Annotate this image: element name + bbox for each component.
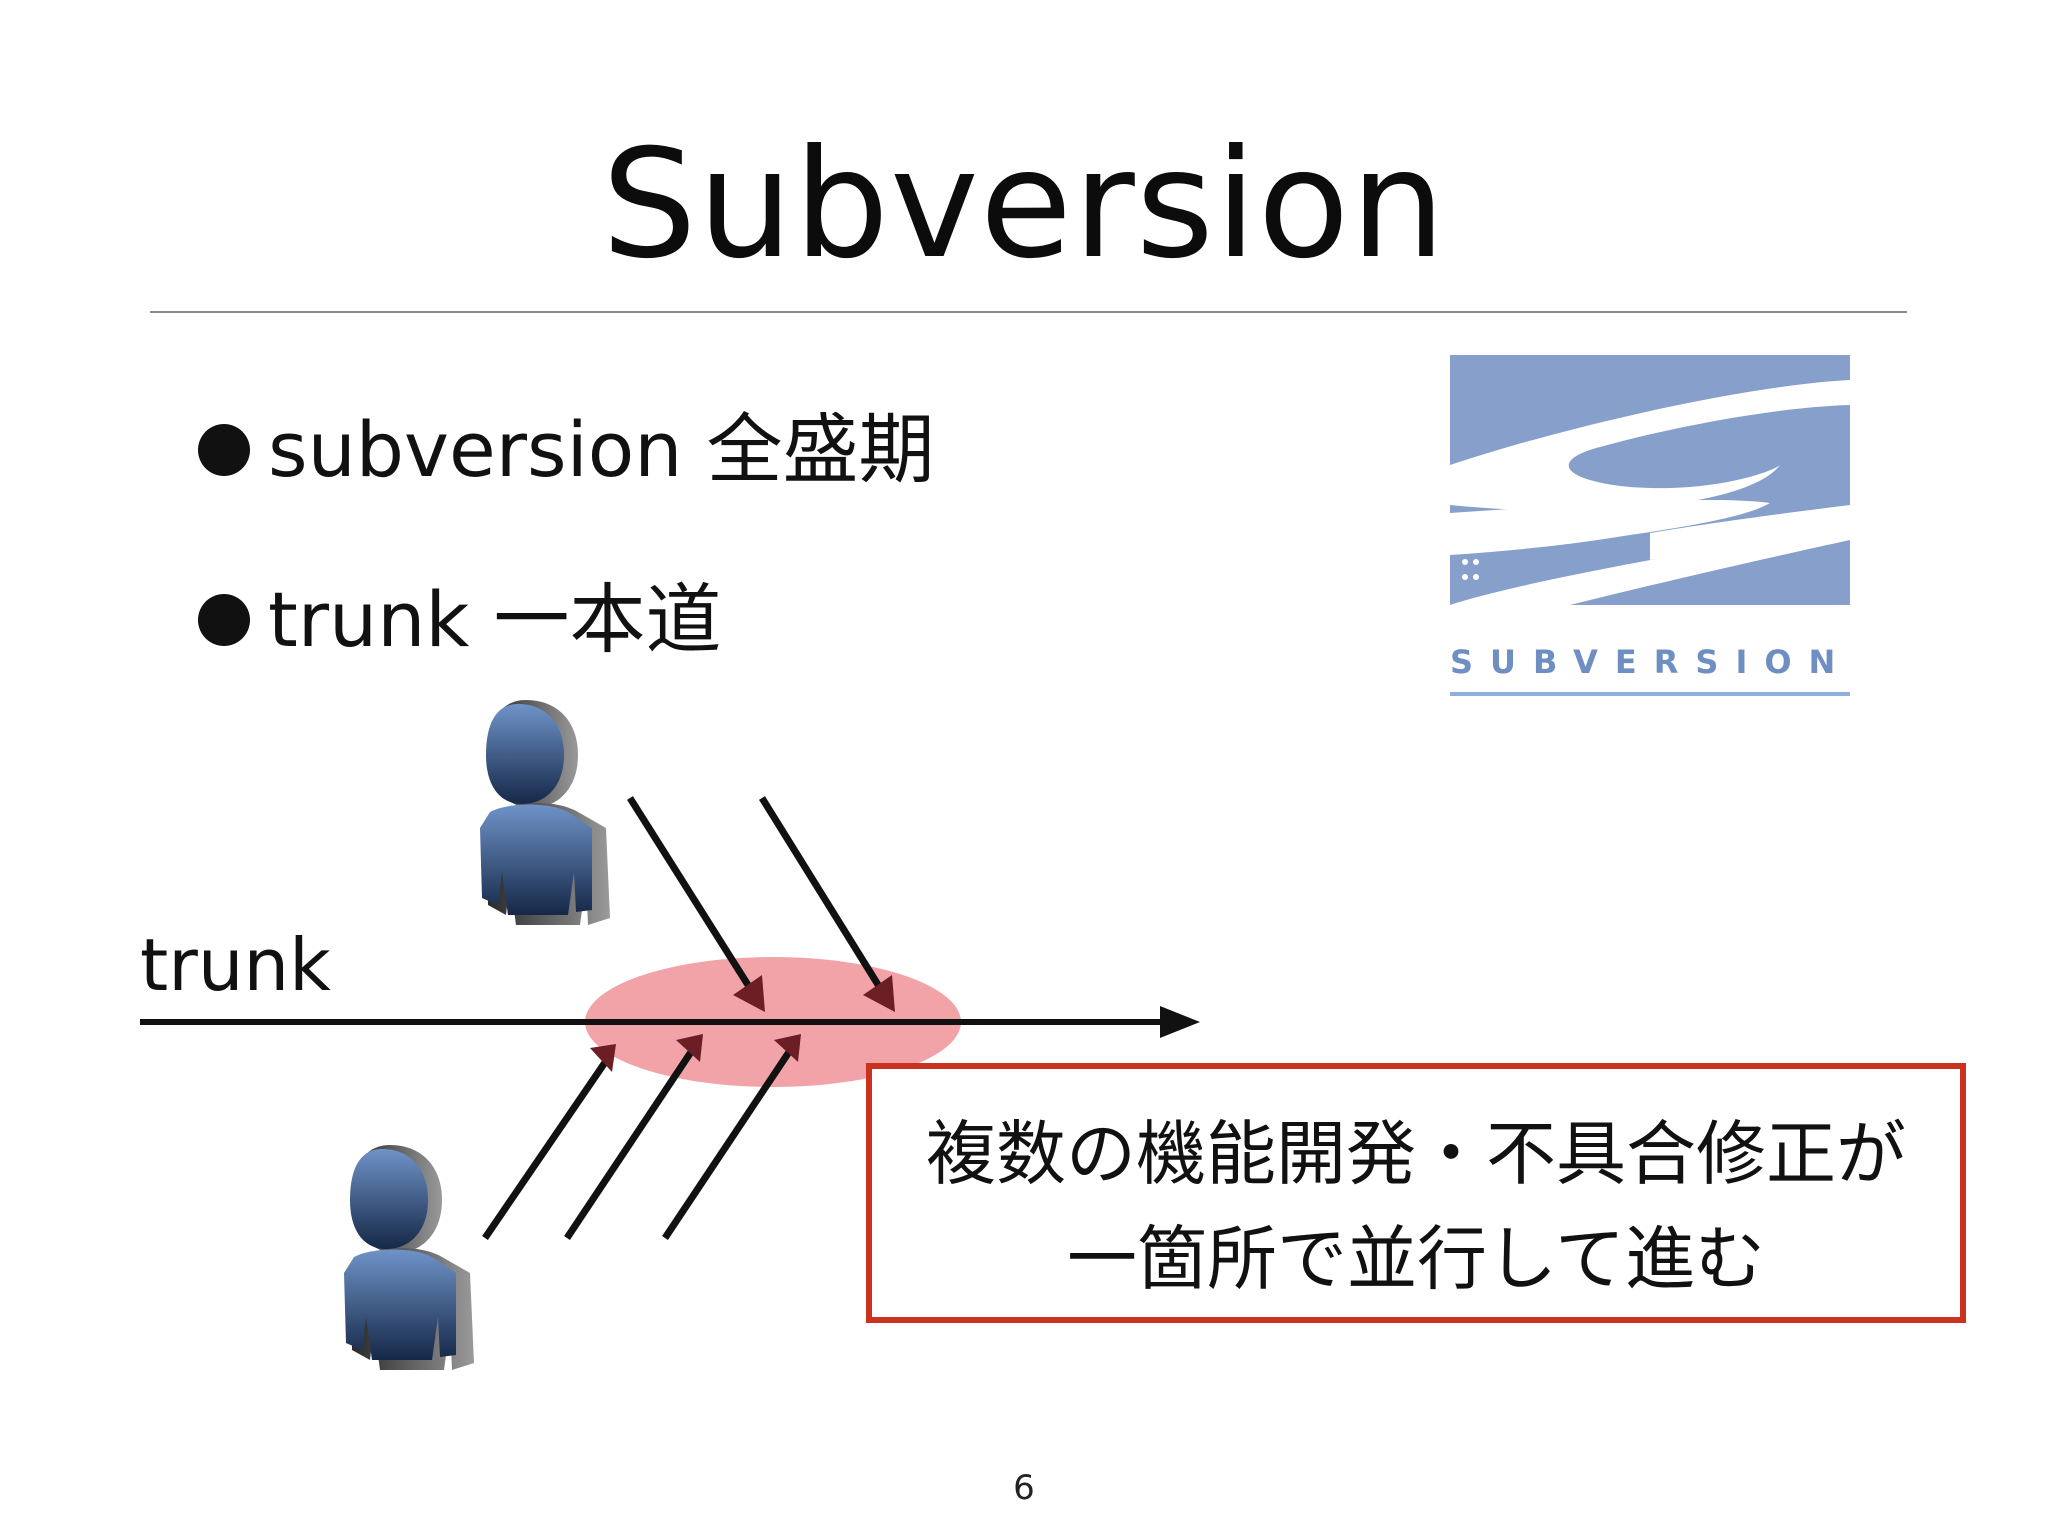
arrow-bottom-2 [564,1044,698,1240]
subversion-logo: SUBVERSION [1450,355,1850,700]
bullet-item: trunk 一本道 [198,535,935,705]
arrowhead-icon [774,1034,801,1062]
bullet-text: trunk 一本道 [268,575,722,664]
bullet-text: subversion 全盛期 [268,405,935,494]
trunk-label: trunk [140,923,331,1007]
logo-underline [1450,692,1850,696]
trunk-arrowhead-icon [1160,1006,1200,1038]
arrow-bottom-1 [482,1056,611,1240]
bullet-dot-icon [198,594,250,646]
bullet-dot-icon [198,424,250,476]
arrow-top-1 [627,796,763,1006]
callout-text-line-2: 一箇所で並行して進む [1067,1218,1765,1300]
bullet-list: subversion 全盛期 trunk 一本道 [198,365,935,705]
arrowhead-icon [590,1044,616,1072]
arrowhead-icon [676,1034,703,1062]
bullet-item: subversion 全盛期 [198,365,935,535]
arrow-top-2 [759,796,893,1006]
callout-text-line-1: 複数の機能開発・不具合修正が [926,1113,1906,1195]
arrow-bottom-3 [662,1044,796,1240]
user-icon [344,1145,474,1370]
page-number: 6 [1013,1468,1035,1508]
title-divider [150,311,1907,313]
user-icon [480,700,610,925]
callout-box: 複数の機能開発・不具合修正が 一箇所で並行して進む [866,1063,1966,1323]
arrowhead-icon [863,975,895,1012]
arrowhead-icon [733,975,765,1012]
logo-wordmark: SUBVERSION [1450,643,1853,681]
slide-title: Subversion [601,118,1447,292]
subversion-logo-graphic [1450,355,1850,605]
